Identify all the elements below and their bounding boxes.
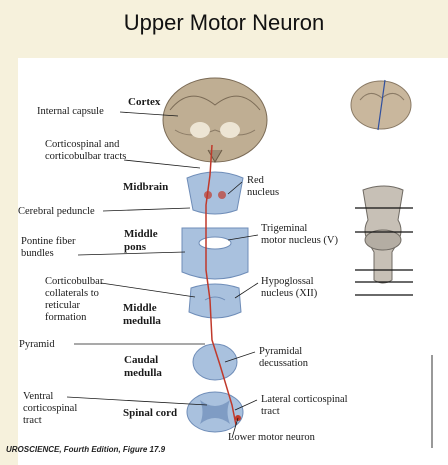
label-corticospinal-1: Corticospinal and bbox=[45, 139, 119, 150]
label-red-nucleus-2: nucleus bbox=[247, 187, 279, 198]
label-cortex: Cortex bbox=[128, 97, 160, 108]
middle-medulla-section bbox=[189, 284, 241, 318]
label-midbrain: Midbrain bbox=[123, 182, 168, 193]
label-lateral-cs-1: Lateral corticospinal bbox=[261, 394, 348, 405]
label-middle-medulla-2: medulla bbox=[123, 316, 161, 327]
label-pyramidal-decussation-1: Pyramidal bbox=[259, 346, 302, 357]
label-hypoglossal-1: Hypoglossal bbox=[261, 276, 314, 287]
reference-brain-icon bbox=[351, 80, 411, 130]
label-caudal-medulla-2: medulla bbox=[124, 368, 162, 379]
label-corticobulbar-coll-2: collaterals to bbox=[45, 288, 99, 299]
label-ventral-cs-3: tract bbox=[23, 415, 42, 426]
label-pyramidal-decussation-2: decussation bbox=[259, 358, 308, 369]
reference-brainstem-icon bbox=[355, 186, 413, 295]
label-middle-pons-2: pons bbox=[124, 242, 146, 253]
label-cerebral-peduncle: Cerebral peduncle bbox=[18, 206, 95, 217]
label-spinal-cord: Spinal cord bbox=[123, 408, 177, 419]
label-hypoglossal-2: nucleus (XII) bbox=[261, 288, 317, 299]
spinal-cord-section bbox=[187, 392, 243, 432]
label-middle-medulla-1: Middle bbox=[123, 303, 157, 314]
label-lateral-cs-2: tract bbox=[261, 406, 280, 417]
label-pontine-2: bundles bbox=[21, 248, 54, 259]
cortex-section bbox=[163, 78, 267, 162]
label-corticobulbar-coll-1: Corticobulbar bbox=[45, 276, 103, 287]
label-corticospinal-2: corticobulbar tracts bbox=[45, 151, 126, 162]
label-pyramid: Pyramid bbox=[19, 339, 55, 350]
figure-credit: UROSCIENCE, Fourth Edition, Figure 17.9 bbox=[6, 445, 165, 454]
label-corticobulbar-coll-3: reticular bbox=[45, 300, 80, 311]
label-lower-motor-neuron: Lower motor neuron bbox=[228, 432, 315, 443]
label-corticobulbar-coll-4: formation bbox=[45, 312, 86, 323]
midbrain-section bbox=[187, 172, 243, 214]
pons-section bbox=[182, 228, 248, 279]
label-middle-pons-1: Middle bbox=[124, 229, 158, 240]
label-internal-capsule: Internal capsule bbox=[37, 106, 104, 117]
label-red-nucleus-1: Red bbox=[247, 175, 264, 186]
label-caudal-medulla-1: Caudal bbox=[124, 355, 158, 366]
label-trigeminal-2: motor nucleus (V) bbox=[261, 235, 338, 246]
label-trigeminal-1: Trigeminal bbox=[261, 223, 307, 234]
label-pontine-1: Pontine fiber bbox=[21, 236, 76, 247]
label-ventral-cs-2: corticospinal bbox=[23, 403, 77, 414]
label-ventral-cs-1: Ventral bbox=[23, 391, 53, 402]
